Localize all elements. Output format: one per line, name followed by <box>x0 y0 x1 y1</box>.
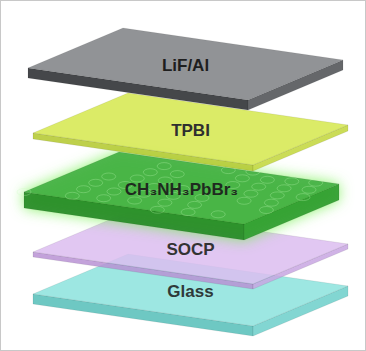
grain-texture <box>170 171 184 178</box>
grain-texture <box>188 201 202 208</box>
grain-texture <box>181 209 195 216</box>
grain-texture <box>309 179 323 186</box>
grain-texture <box>211 211 225 218</box>
grain-texture <box>77 186 91 193</box>
grain-texture <box>285 178 299 185</box>
grain-texture <box>150 206 164 213</box>
grain-texture <box>244 190 258 197</box>
layer-label: LiF/Al <box>162 56 210 76</box>
layer-label: Glass <box>167 282 214 302</box>
grain-texture <box>158 199 172 206</box>
layer-label: TPBI <box>171 121 210 141</box>
layer-label: SOCP <box>166 240 215 260</box>
grain-texture <box>264 199 278 206</box>
grain-texture <box>89 179 103 186</box>
grain-texture <box>302 186 316 193</box>
grain-texture <box>296 194 310 201</box>
grain-texture <box>97 195 111 202</box>
tpbi-layer: TPBI <box>33 93 348 173</box>
slab-top-face <box>33 93 348 165</box>
cathode-layer: LiF/Al <box>28 28 343 112</box>
layer-label: CH₃NH₃PbBr₃ <box>125 180 239 200</box>
grain-texture <box>143 169 157 176</box>
grain-texture <box>237 197 251 204</box>
grain-texture <box>17 189 31 196</box>
perovskite-layer: CH₃NH₃PbBr₃ <box>24 152 339 242</box>
grain-texture <box>260 176 274 183</box>
grain-texture <box>157 163 171 170</box>
grain-texture <box>107 188 121 195</box>
grain-texture <box>252 183 266 190</box>
slab-top-face <box>28 28 343 100</box>
grain-texture <box>65 192 79 199</box>
slab-top-face <box>24 152 339 224</box>
grain-texture <box>277 185 291 192</box>
grain-texture <box>259 207 273 214</box>
grain-texture <box>102 173 116 180</box>
grain-texture <box>270 192 284 199</box>
